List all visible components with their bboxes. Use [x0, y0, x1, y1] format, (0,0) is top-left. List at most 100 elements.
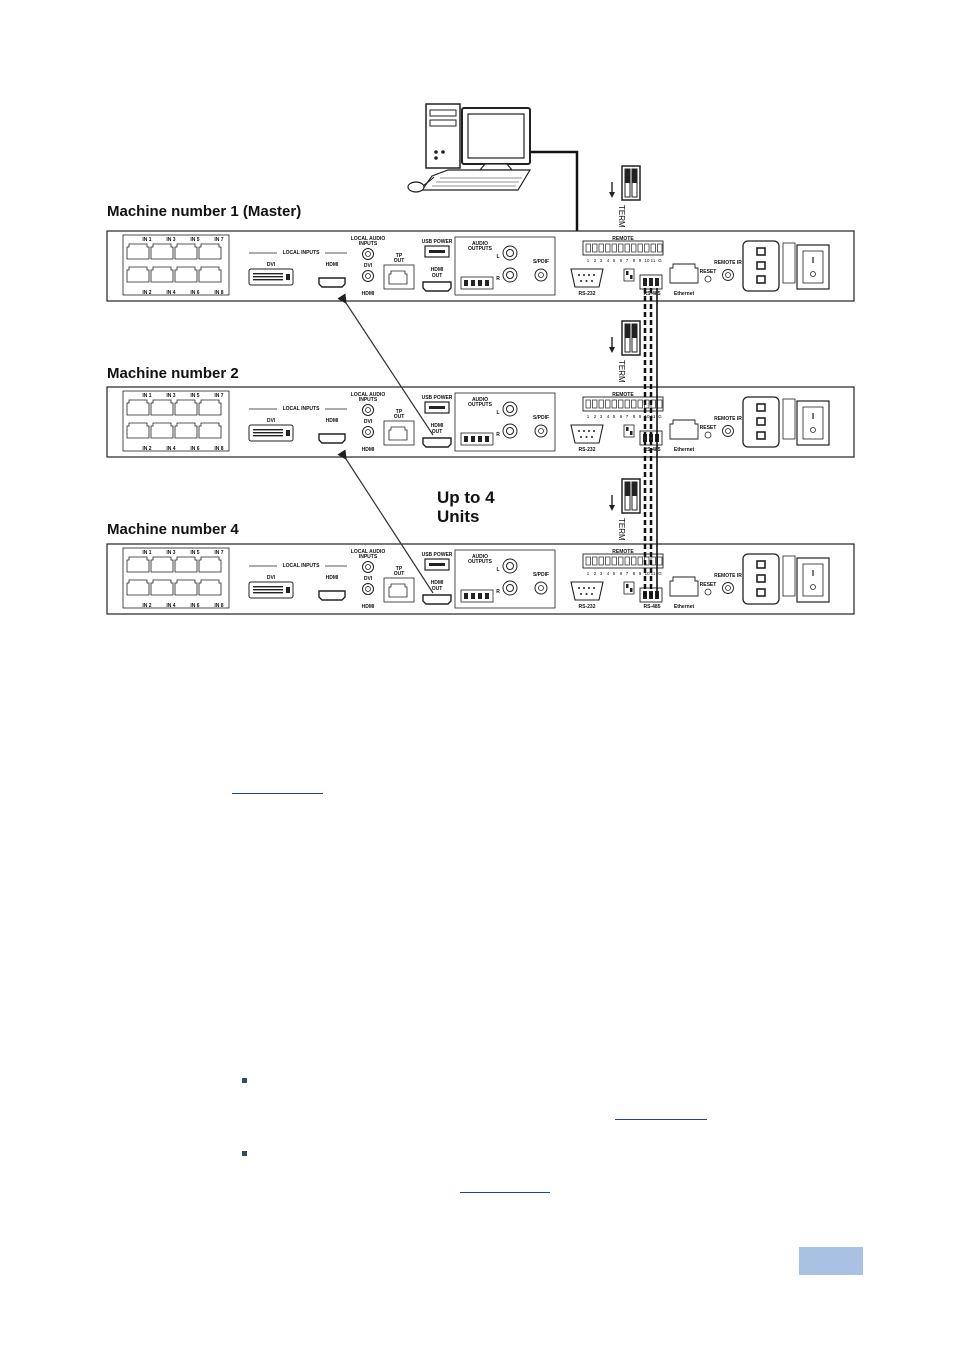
remote-pin-label: 7 [626, 258, 629, 263]
remote-pin-label: 4 [607, 414, 610, 419]
cross-reference-link[interactable] [615, 1119, 707, 1120]
connection-diagram: Machine number 1 (Master) Machine number… [106, 103, 855, 615]
local-audio-label: INPUTS [359, 241, 378, 247]
remote-pin-label: 11 [651, 258, 656, 263]
usb-power-label: USB POWER [422, 552, 453, 558]
rj45-label: IN 1 [142, 393, 151, 399]
remote-pin-label: 6 [620, 258, 623, 263]
hdmi-out-label: OUT [432, 429, 443, 435]
local-audio-label: INPUTS [359, 397, 378, 403]
audio-hdmi-label: HDMI [362, 604, 375, 610]
remote-pin-label: 3 [600, 414, 603, 419]
remote-pin-label: 2 [594, 414, 597, 419]
usb-power-label: USB POWER [422, 239, 453, 245]
remote-ir-label: REMOTE IR [714, 260, 742, 266]
remote-pin-label: G [658, 414, 662, 419]
dvi-label: DVI [267, 418, 276, 424]
remote-ir-label: REMOTE IR [714, 573, 742, 579]
square-bullet-icon [242, 1151, 247, 1156]
hdmi-out-label: OUT [432, 586, 443, 592]
remote-pin-label: 11 [651, 571, 656, 576]
rj45-label: IN 6 [190, 446, 199, 452]
usb-power-label: USB POWER [422, 395, 453, 401]
rj45-label: IN 8 [214, 603, 223, 609]
hdmi-input-label: HDMI [326, 418, 339, 424]
remote-pin-label: 7 [626, 571, 629, 576]
local-inputs-label: LOCAL INPUTS [283, 250, 321, 256]
remote-label: REMOTE [612, 236, 634, 242]
local-audio-label: LOCAL AUDIO [351, 236, 386, 242]
local-inputs-label: LOCAL INPUTS [283, 406, 321, 412]
remote-ir-label: REMOTE IR [714, 416, 742, 422]
machine-2-label: Machine number 2 [107, 365, 239, 382]
rj45-label: IN 6 [190, 290, 199, 296]
rj45-label: IN 7 [214, 237, 223, 243]
remote-label: REMOTE [612, 549, 634, 555]
audio-dvi-label: DVI [364, 576, 373, 582]
term-switch-icon [608, 320, 641, 356]
reset-label: RESET [700, 425, 717, 431]
remote-pin-label: 8 [633, 571, 636, 576]
rj45-label: IN 8 [214, 290, 223, 296]
spdif-label: S/PDIF [533, 572, 549, 578]
rj45-label: IN 8 [214, 446, 223, 452]
remote-pin-label: 6 [620, 414, 623, 419]
dvi-label: DVI [267, 262, 276, 268]
tp-out-label: OUT [394, 258, 405, 264]
rs485-label: RS-485 [644, 604, 661, 610]
tp-out-label: OUT [394, 414, 405, 420]
dvi-label: DVI [267, 575, 276, 581]
local-audio-label: LOCAL AUDIO [351, 392, 386, 398]
spdif-label: S/PDIF [533, 415, 549, 421]
term-label: TERM [617, 518, 626, 541]
remote-pin-label: 4 [607, 571, 610, 576]
remote-pin-label: 2 [594, 258, 597, 263]
ethernet-label: Ethernet [674, 604, 695, 610]
remote-pin-label: 1 [587, 258, 590, 263]
remote-pin-label: 6 [620, 571, 623, 576]
remote-pin-label: 5 [613, 571, 616, 576]
rj45-label: IN 6 [190, 603, 199, 609]
remote-pin-label: G [658, 571, 662, 576]
rs485-label: RS-485 [644, 291, 661, 297]
rj45-label: IN 1 [142, 237, 151, 243]
rj45-label: IN 2 [142, 603, 151, 609]
rj45-label: IN 5 [190, 393, 199, 399]
local-audio-label: INPUTS [359, 554, 378, 560]
rj45-label: IN 4 [166, 603, 175, 609]
rj45-label: IN 5 [190, 550, 199, 556]
remote-pin-label: 7 [626, 414, 629, 419]
mouse-icon [407, 176, 435, 193]
audio-outputs-label: AUDIO [472, 554, 488, 560]
audio-hdmi-label: HDMI [362, 291, 375, 297]
rj45-label: IN 4 [166, 446, 175, 452]
ethernet-label: Ethernet [674, 291, 695, 297]
tp-out-label: OUT [394, 571, 405, 577]
rj45-label: IN 2 [142, 290, 151, 296]
hdmi-out-label: HDMI [431, 267, 444, 273]
cross-reference-link[interactable] [460, 1192, 550, 1193]
remote-pin-label: 3 [600, 258, 603, 263]
desktop-computer-icon [420, 103, 532, 191]
panel-labels: IN 1 IN 3 IN 5 IN 7 IN 2 IN 4 IN 6 IN 8 LOCAL IN… [142, 236, 742, 610]
rj45-label: IN 2 [142, 446, 151, 452]
remote-label: REMOTE [612, 392, 634, 398]
master-machine-label: Machine number 1 (Master) [107, 203, 301, 220]
units-note-line1: Up to 4 [437, 488, 495, 507]
local-inputs-label: LOCAL INPUTS [283, 563, 321, 569]
tp-out-label: TP [396, 409, 403, 415]
remote-pin-label: 2 [594, 571, 597, 576]
page-number-tab [799, 1247, 863, 1275]
rj45-label: IN 3 [166, 393, 175, 399]
hdmi-out-label: OUT [432, 273, 443, 279]
rj45-label: IN 3 [166, 550, 175, 556]
hdmi-input-label: HDMI [326, 262, 339, 268]
term-label: TERM [617, 360, 626, 383]
hdmi-loop-cables [337, 293, 434, 594]
term-label: TERM [617, 205, 626, 228]
remote-pin-label: 1 [587, 571, 590, 576]
tp-out-label: TP [396, 253, 403, 259]
rj45-label: IN 4 [166, 290, 175, 296]
cross-reference-link[interactable] [232, 793, 323, 794]
audio-outputs-label: OUTPUTS [468, 246, 493, 252]
